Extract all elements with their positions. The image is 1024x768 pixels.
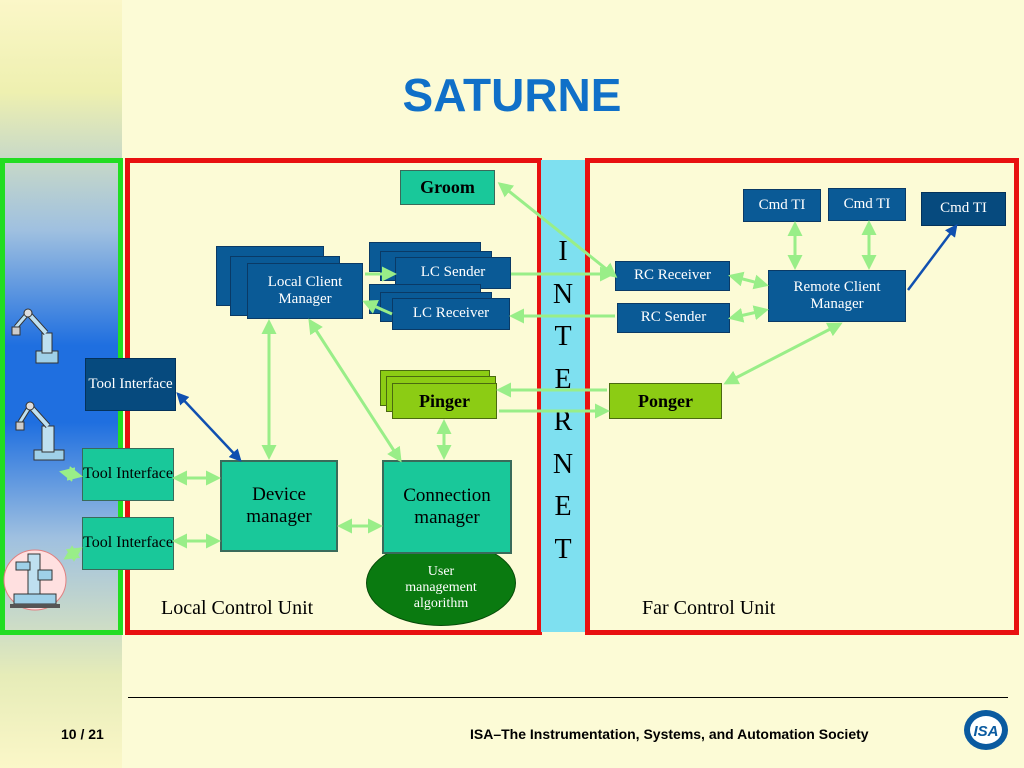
lc-sender-box: LC Sender: [395, 257, 511, 289]
cmd-ti-label: Cmd TI: [940, 200, 987, 217]
page-title: SATURNE: [402, 69, 622, 121]
internet-letter: I: [558, 236, 568, 267]
pinger-label: Pinger: [419, 390, 470, 411]
cmd-ti-box-2: Cmd TI: [828, 188, 906, 221]
internet-letter: R: [553, 406, 573, 437]
isa-logo-icon: ISA: [962, 708, 1010, 752]
user-management-ellipse: User management algorithm: [366, 540, 516, 626]
tool-interface-box-3: Tool Interface: [82, 517, 174, 570]
svg-text:ISA: ISA: [973, 723, 998, 740]
rc-receiver-box: RC Receiver: [615, 261, 730, 291]
tool-interface-label: Tool Interface: [88, 375, 173, 392]
local-control-unit-label: Local Control Unit: [161, 597, 314, 619]
user-management-label: User management algorithm: [405, 563, 477, 612]
tool-interface-label: Tool Interface: [83, 534, 173, 552]
far-control-unit-label: Far Control Unit: [642, 597, 776, 619]
internet-letter: T: [554, 321, 572, 352]
device-manager-label: Device manager: [246, 484, 312, 527]
lc-sender-label: LC Sender: [420, 264, 486, 281]
rc-sender-label: RC Sender: [640, 309, 707, 326]
internet-letter: N: [552, 448, 574, 480]
cmd-ti-box-1: Cmd TI: [743, 189, 821, 222]
internet-letter: E: [554, 491, 572, 522]
machine-icon: [2, 548, 68, 612]
robot-arm-icon: [14, 400, 70, 462]
internet-letter: N: [552, 278, 574, 310]
remote-client-manager-box: Remote Client Manager: [768, 270, 906, 322]
device-manager-box: Device manager: [220, 460, 338, 552]
ponger-box: Ponger: [609, 383, 722, 419]
footer-society: ISA–The Instrumentation, Systems, and Au…: [470, 726, 869, 742]
lc-receiver-label: LC Receiver: [412, 305, 490, 322]
page-number: 10 / 21: [61, 726, 104, 742]
lc-receiver-box: LC Receiver: [392, 298, 510, 330]
rc-sender-box: RC Sender: [617, 303, 730, 333]
connection-manager-box: Connection manager: [382, 460, 512, 554]
cmd-ti-label: Cmd TI: [758, 196, 806, 213]
footer-divider: [128, 697, 1008, 698]
tool-interface-box-2: Tool Interface: [82, 448, 174, 501]
connection-manager-label: Connection manager: [403, 485, 491, 528]
internet-letter: E: [554, 363, 572, 395]
tool-interface-box-1: Tool Interface: [85, 358, 176, 411]
local-client-manager-box: Local Client Manager: [247, 263, 363, 319]
rc-receiver-label: RC Receiver: [633, 267, 712, 284]
local-client-manager-label: Local Client Manager: [267, 273, 343, 307]
groom-label: Groom: [420, 177, 475, 198]
internet-letter: T: [554, 533, 572, 565]
cmd-ti-label: Cmd TI: [843, 195, 891, 212]
pinger-box: Pinger: [392, 383, 497, 419]
ponger-label: Ponger: [638, 390, 693, 411]
cmd-ti-box-3: Cmd TI: [921, 192, 1006, 226]
remote-client-manager-label: Remote Client Manager: [793, 278, 881, 312]
far-control-frame: [585, 158, 1019, 635]
tool-interface-label: Tool Interface: [83, 465, 173, 483]
robot-arm-icon: [6, 305, 62, 365]
groom-box: Groom: [400, 170, 495, 205]
